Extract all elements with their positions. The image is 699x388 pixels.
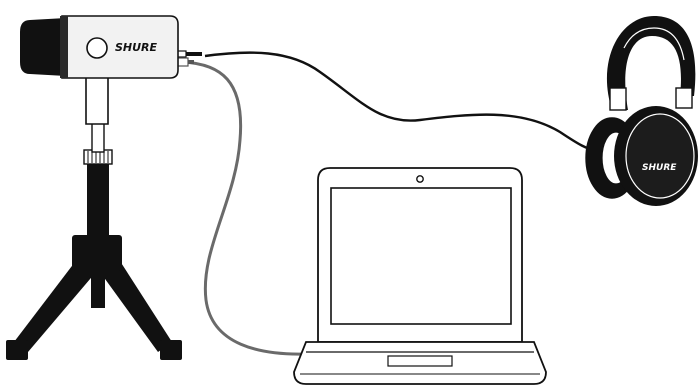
webcam <box>417 176 423 182</box>
headphone-brand-label: SHURE <box>642 163 677 173</box>
yoke-knob <box>87 38 107 58</box>
laptop <box>294 168 546 384</box>
laptop-screen <box>331 188 511 324</box>
headphones: SHURE <box>586 16 698 206</box>
mic-grille <box>20 18 66 76</box>
trackpad <box>388 356 452 366</box>
headphone-cable <box>205 53 596 150</box>
mic-brand-label: SHURE <box>115 41 158 54</box>
microphone: SHURE <box>6 16 182 360</box>
usb-cable <box>183 62 305 354</box>
tripod-stand <box>6 150 182 360</box>
